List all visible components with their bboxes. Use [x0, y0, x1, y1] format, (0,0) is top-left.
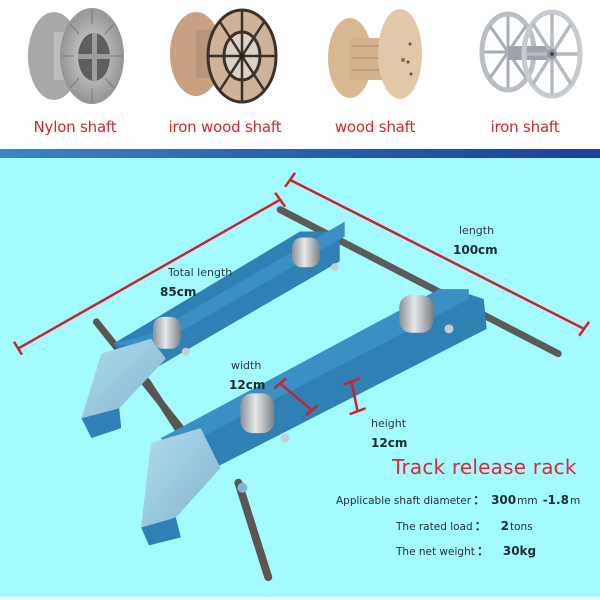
left-rail — [81, 221, 345, 439]
width-label: width — [231, 359, 262, 372]
reel-label: wood shaft — [334, 118, 416, 136]
length-dimension-line — [284, 172, 591, 337]
height-value: 12cm — [371, 436, 408, 450]
product-panel: Total length 85cm length 100cm width 12c… — [0, 158, 600, 597]
front-shaft — [234, 478, 273, 582]
spec-label: The net weight — [396, 546, 475, 558]
spec-shaft-diameter: Applicable shaft diameter：300mm -1.8m — [336, 493, 581, 507]
reel-item-nylon: Nylon shaft — [0, 0, 150, 149]
right-rail — [141, 289, 487, 546]
reel-item-iron-wood: iron wood shaft — [150, 0, 300, 149]
height-dimension-marker — [343, 377, 366, 416]
reel-item-iron: iron shaft — [450, 0, 600, 149]
spec-value: 300 — [491, 493, 517, 507]
spec-value: 30kg — [502, 544, 537, 558]
spec-value: -1.8 — [542, 493, 569, 507]
reel-label: Nylon shaft — [33, 118, 117, 136]
rack-illustration — [12, 172, 591, 582]
reel-types-section: Nylon shaft iron wood shaft wood — [0, 0, 600, 149]
reel-label: iron wood shaft — [168, 118, 282, 136]
product-title: Track release rack — [392, 455, 577, 479]
spec-net-weight: The net weight：30kg — [396, 544, 537, 558]
total-length-label: Total length — [168, 266, 233, 279]
width-dimension-marker — [273, 377, 319, 417]
reel-label: iron shaft — [490, 118, 560, 136]
length-value: 100cm — [453, 243, 498, 257]
spec-label: Applicable shaft diameter — [336, 495, 472, 507]
divider-band — [0, 149, 600, 158]
reel-item-wood: wood shaft — [300, 0, 450, 149]
spec-value: 2 — [500, 519, 510, 533]
bottom-strip — [0, 597, 600, 600]
height-label: height — [371, 417, 407, 430]
iron-wood-reel-icon — [170, 8, 278, 104]
length-label: length — [459, 224, 495, 237]
wood-reel-icon — [328, 9, 422, 99]
iron-reel-icon — [479, 9, 583, 99]
total-length-dimension-line — [12, 192, 287, 356]
width-value: 12cm — [229, 378, 266, 392]
nylon-reel-icon — [28, 8, 124, 104]
spec-label: The rated load — [396, 521, 473, 533]
total-length-value: 85cm — [160, 285, 197, 299]
spec-rated-load: The rated load：2tons — [396, 519, 533, 533]
